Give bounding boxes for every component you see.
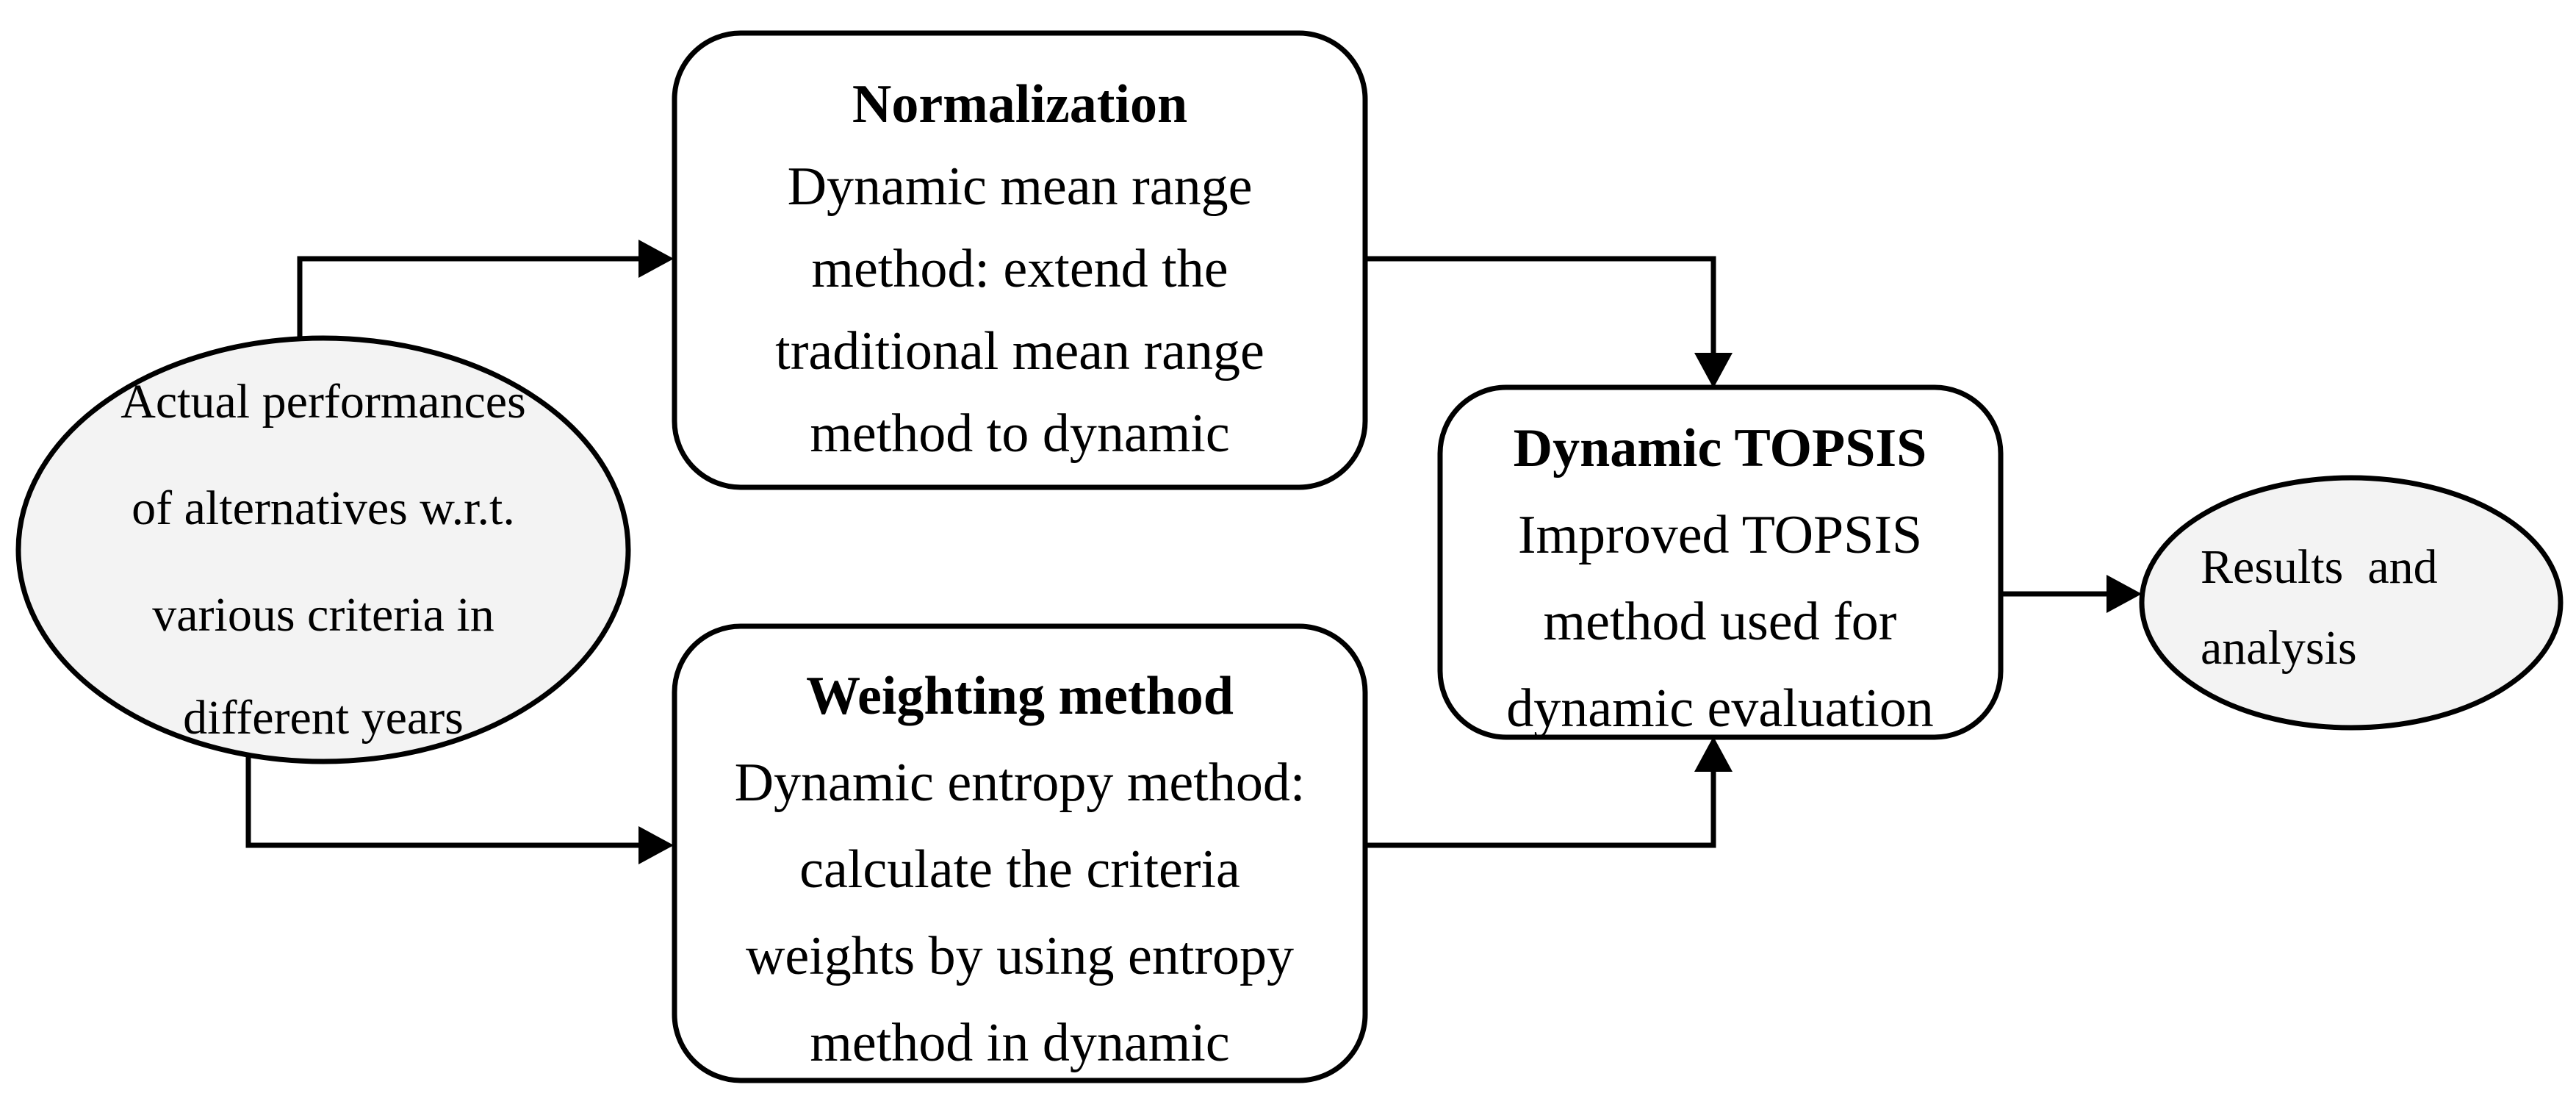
topsis-title: Dynamic TOPSIS [1514,418,1927,478]
normalization-text-line: Dynamic mean range [788,157,1253,217]
topsis-box [1437,384,2004,740]
results-ellipse-text-line: analysis [2201,621,2357,675]
node-results: Results and analysis [2139,475,2564,731]
connector-weighting-to-topsis [1365,770,1716,848]
connector-input-to-weighting [245,754,641,848]
weighting-text-line: method in dynamic [810,1013,1229,1073]
topsis-text-line: Improved TOPSIS [1518,505,1922,565]
weighting-text-line: Dynamic entropy method: [735,753,1306,813]
node-input: Actual performances of alternatives w.r.… [15,335,631,764]
arrowhead-into-topsis-top [1694,353,1733,388]
connector-normalization-to-topsis [1365,256,1716,354]
input-ellipse-text-line: of alternatives w.r.t. [132,481,515,535]
topsis-text-line: dynamic evaluation [1506,678,1934,739]
node-topsis: Dynamic TOPSIS Improved TOPSIS method us… [1437,384,2004,740]
weighting-box [672,623,1368,1083]
weighting-text-line: calculate the criteria [799,839,1240,900]
topsis-text-line: method used for [1544,592,1897,652]
arrowhead-into-weighting [638,826,674,864]
connectors [245,240,2142,864]
normalization-text-line: method: extend the [811,239,1228,299]
results-ellipse-text-line: Results and [2201,540,2438,594]
input-ellipse [15,335,631,764]
input-ellipse-text-line: various criteria in [152,588,494,642]
arrowhead-into-normalization [638,240,674,278]
weighting-title: Weighting method [806,666,1234,726]
normalization-text-line: traditional mean range [775,321,1264,381]
node-normalization: Normalization Dynamic mean range method:… [672,30,1368,490]
arrowhead-into-results [2107,575,2142,613]
connector-input-to-normalization [297,256,641,340]
weighting-text-line: weights by using entropy [746,926,1294,986]
normalization-text-line: method to dynamic [810,404,1229,464]
normalization-title: Normalization [852,74,1187,135]
normalization-box [672,30,1368,490]
arrowhead-into-topsis-bottom [1694,736,1733,772]
node-weighting: Weighting method Dynamic entropy method:… [672,623,1368,1083]
input-ellipse-text-line: different years [183,691,464,745]
input-ellipse-text-line: Actual performances [120,375,526,429]
results-ellipse [2139,475,2564,731]
